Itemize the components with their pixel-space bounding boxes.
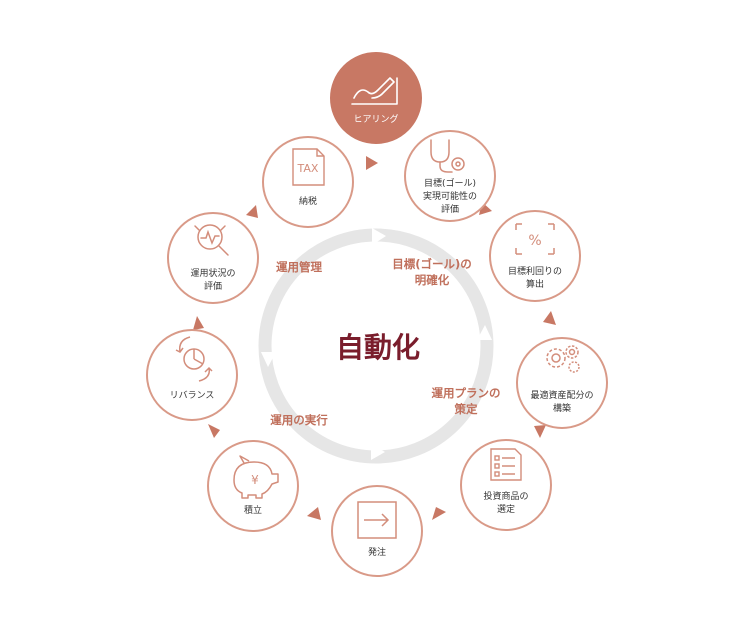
inner-label-plan-line2: 策定 xyxy=(454,402,478,416)
inner-arrow-1 xyxy=(372,228,386,245)
inner-label-operation-mgmt: 運用管理 xyxy=(276,260,322,274)
node-tax-payment[interactable]: TAX 納税 xyxy=(262,136,354,228)
node-label-line2: 実現可能性の xyxy=(423,190,477,202)
node-label: 発注 xyxy=(368,546,386,558)
tax-document-icon xyxy=(292,148,325,186)
inner-label-plan-line1: 運用プランの xyxy=(432,386,501,400)
node-label: リバランス xyxy=(170,390,215,401)
gears-icon xyxy=(546,345,580,373)
connector-arrow xyxy=(193,316,204,330)
center-title: 自動化 xyxy=(336,331,420,364)
connector-arrow xyxy=(543,311,556,325)
node-label-line2: 評価 xyxy=(204,280,222,292)
stethoscope-icon xyxy=(430,139,465,173)
inner-arrow-2 xyxy=(477,325,492,340)
node-label-line1: 投資商品の xyxy=(483,490,528,502)
node-accumulation[interactable]: ¥ 積立 xyxy=(207,440,299,532)
inner-label-goal-line2: 明確化 xyxy=(415,273,450,287)
outer-connector-arrows xyxy=(193,156,556,520)
inner-label-goal-line1: 目標(ゴール)の xyxy=(392,257,472,271)
connector-arrow xyxy=(246,205,258,218)
node-target-yield[interactable]: % 目標利回りの 算出 xyxy=(489,210,581,302)
percent-icon xyxy=(515,223,555,255)
percent-glyph: % xyxy=(528,233,541,249)
node-hearing[interactable]: ヒアリング xyxy=(330,52,422,144)
inner-arrow-3 xyxy=(371,444,385,460)
connector-arrow xyxy=(432,507,446,520)
node-status-evaluation[interactable]: 運用状況の 評価 xyxy=(167,212,259,304)
node-order[interactable]: 発注 xyxy=(331,485,423,577)
yen-glyph: ¥ xyxy=(251,473,259,487)
magnifier-chart-icon xyxy=(194,224,229,256)
node-label: 積立 xyxy=(244,504,262,516)
connector-arrow xyxy=(534,425,546,438)
inner-arrow-4 xyxy=(261,352,276,367)
node-label-line2: 選定 xyxy=(497,503,515,515)
pie-cycle-icon xyxy=(175,336,213,382)
node-label-line1: 最適資産配分の xyxy=(530,389,593,401)
node-label: 納税 xyxy=(299,195,317,207)
tax-glyph: TAX xyxy=(297,162,319,175)
node-product-selection[interactable]: 投資商品の 選定 xyxy=(460,439,552,531)
node-label-line1: 目標(ゴール) xyxy=(424,177,476,189)
node-label-line2: 算出 xyxy=(526,278,544,290)
inner-cycle-ring xyxy=(258,228,494,464)
node-label: ヒアリング xyxy=(353,113,398,125)
connector-arrow xyxy=(366,156,378,170)
node-optimal-allocation[interactable]: 最適資産配分の 構築 xyxy=(516,337,608,429)
node-label-line1: 運用状況の xyxy=(190,267,235,279)
node-label-line3: 評価 xyxy=(441,203,459,215)
arrow-box-icon xyxy=(357,501,397,539)
inner-label-execution: 運用の実行 xyxy=(270,413,328,427)
node-goal-feasibility[interactable]: 目標(ゴール) 実現可能性の 評価 xyxy=(404,130,496,222)
checklist-icon xyxy=(490,448,522,481)
connector-arrow xyxy=(208,424,220,438)
node-label-line2: 構築 xyxy=(553,402,571,414)
pen-signature-icon xyxy=(351,77,398,105)
piggy-bank-icon xyxy=(233,455,279,499)
node-label-line1: 目標利回りの xyxy=(508,265,562,277)
node-rebalance[interactable]: リバランス xyxy=(146,329,238,421)
connector-arrow xyxy=(307,507,321,520)
